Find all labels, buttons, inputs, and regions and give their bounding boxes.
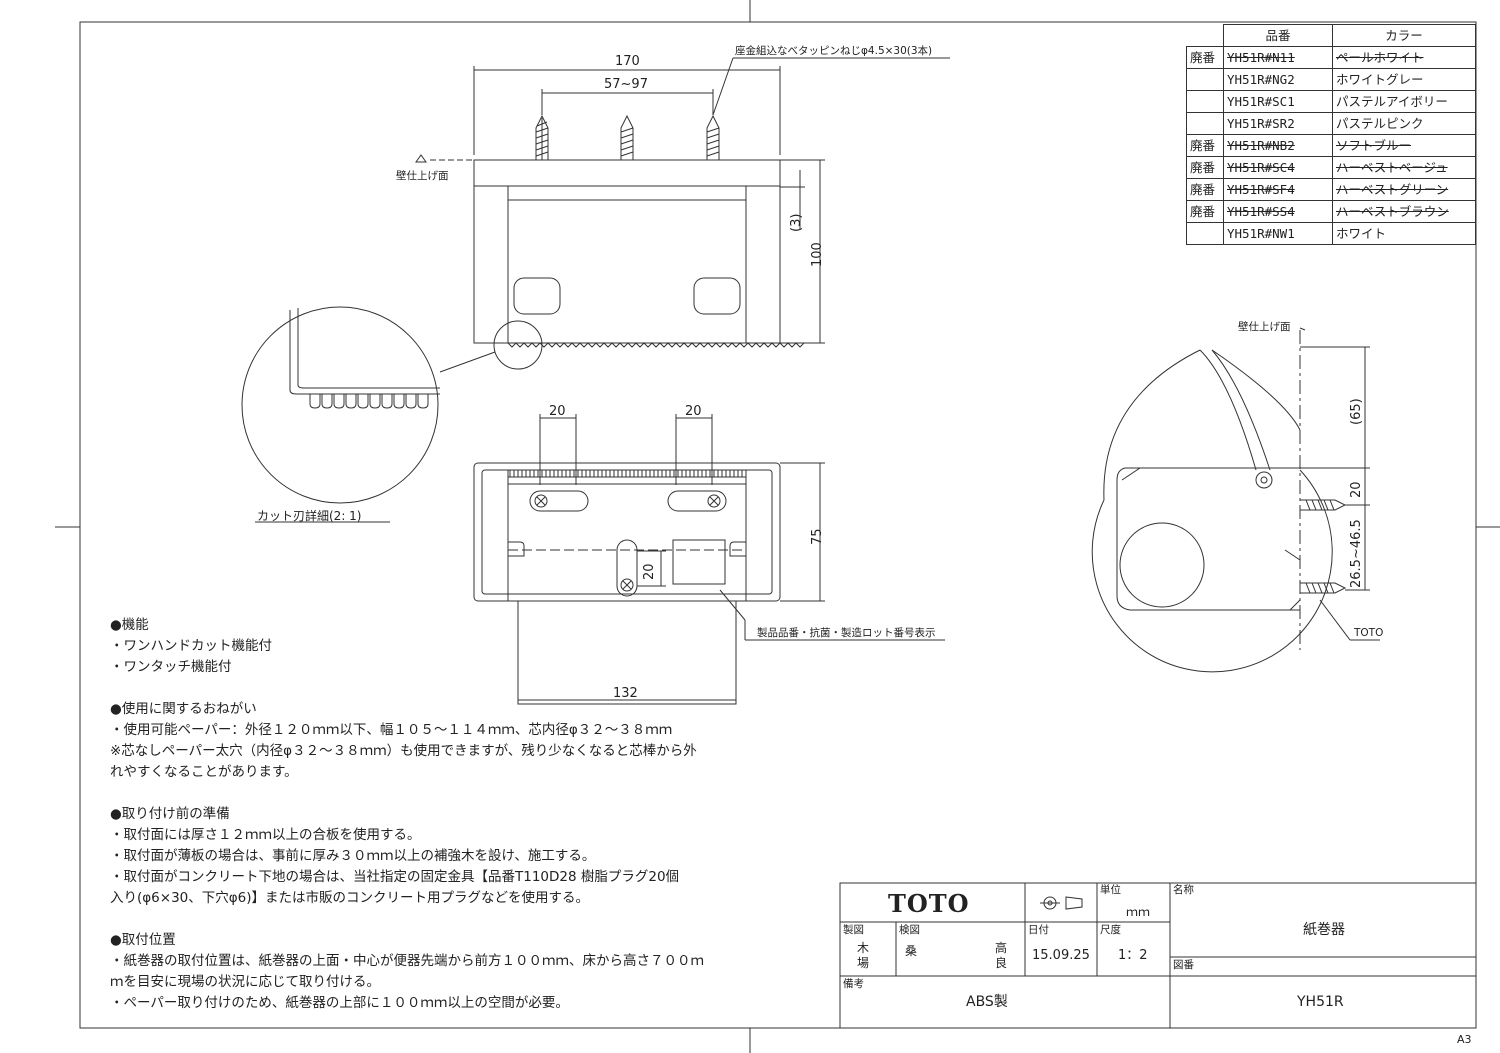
dim-20-side: 20 (1349, 481, 1364, 498)
name-value: 紙巻器 (1303, 922, 1345, 938)
made-value-2: 場 (857, 956, 870, 970)
screw-icon (620, 114, 634, 160)
color-table-header-color: カラー (1332, 24, 1476, 47)
wall-finish-label: 壁仕上げ面 (396, 170, 449, 182)
checked-value-2: 高 (995, 941, 1008, 955)
dim-26-46: 26.5~46.5 (1349, 519, 1364, 588)
detail-label: カット刃詳細(2: 1) (257, 509, 362, 523)
features-title: ●機能 (110, 617, 149, 633)
unit-value: ｍｍ (1126, 905, 1151, 919)
drawing-no-value: YH51R (1297, 994, 1344, 1010)
dim-132: 132 (613, 686, 638, 701)
position-item: ・ペーパー取り付けのため、紙巻器の上部に１００ｍｍ以上の空間が必要。 (110, 995, 569, 1011)
top-view (473, 414, 945, 705)
remarks-value: ABS製 (966, 994, 1008, 1010)
usage-item: ・使用可能ペーパー：外径１２０ｍｍ以下、幅１０５～１１４ｍｍ、芯内径φ３２～３８… (110, 722, 673, 738)
front-view (415, 57, 950, 373)
color-row: 廃番 YH51R#SS4 ハーベストブラウン (1186, 200, 1476, 223)
drawing-border (79, 21, 1477, 1029)
dim-width: 170 (615, 54, 640, 69)
color-row: 廃番 YH51R#SF4 ハーベストグリーン (1186, 178, 1476, 201)
made-value-1: 木 (857, 941, 870, 955)
dim-3: (3) (789, 213, 804, 232)
product-marking-label: 製品品番・抗菌・製造ロット番号表示 (757, 627, 936, 639)
color-row: 廃番 YH51R#N11 ペールホワイト (1186, 46, 1476, 69)
notes: ●機能 ・ワンハンドカット機能付 ・ワンタッチ機能付 ●使用に関するおねがい ・… (110, 615, 790, 1014)
brand-logo: TOTO (888, 889, 970, 918)
color-row: YH51R#SR2 パステルピンク (1186, 112, 1476, 135)
checked-value-1: 桑 (905, 944, 918, 958)
wall-finish-label-side: 壁仕上げ面 (1238, 321, 1291, 333)
prep-title: ●取り付け前の準備 (110, 806, 230, 822)
prep-item: 入り(φ6×30、下穴φ6)】または市販のコンクリート用プラグなどを使用する。 (110, 890, 590, 906)
prep-item: ・取付面には厚さ１２ｍｍ以上の合板を使用する。 (110, 827, 421, 843)
dim-20-right: 20 (685, 404, 702, 419)
date-label: 日付 (1028, 924, 1049, 936)
usage-item: ※芯なしペーパー太穴（内径φ３２～３８ｍｍ）も使用できますが、残り少なくなると芯… (110, 743, 697, 759)
side-view (1091, 327, 1380, 673)
sheet-size: A3 (1457, 1033, 1472, 1046)
cut-blade-detail (241, 306, 440, 523)
dim-65: (65) (1349, 398, 1364, 425)
color-table-header-code: 品番 (1223, 24, 1333, 47)
usage-item: れやすくなることがあります。 (110, 764, 298, 780)
name-label: 名称 (1173, 884, 1194, 896)
color-table: 品番 カラー 廃番 YH51R#N11 ペールホワイト YH51R#NG2 ホワ… (1186, 24, 1476, 245)
dim-height: 100 (810, 242, 825, 267)
color-row: YH51R#NG2 ホワイトグレー (1186, 68, 1476, 91)
color-row: YH51R#SC1 パステルアイボリー (1186, 90, 1476, 113)
usage-title: ●使用に関するおねがい (110, 701, 257, 717)
color-row: YH51R#NW1 ホワイト (1186, 222, 1476, 245)
prep-item: ・取付面がコンクリート下地の場合は、当社指定の固定金具【品番T110D28 樹脂… (110, 869, 680, 885)
drawing-no-label: 図番 (1173, 959, 1194, 971)
color-row: 廃番 YH51R#SC4 ハーベストベージュ (1186, 156, 1476, 179)
checked-label: 検図 (899, 924, 920, 936)
remarks-label: 備考 (843, 978, 864, 990)
feature-item: ・ワンハンドカット機能付 (110, 638, 272, 654)
dim-depth: 75 (810, 528, 825, 545)
position-item: ｍを目安に現場の状況に応じて取り付ける。 (110, 974, 380, 990)
screw-icon (706, 114, 720, 160)
dim-slot-20: 20 (642, 563, 657, 580)
position-title: ●取付位置 (110, 932, 176, 948)
scale-value: 1：2 (1118, 948, 1148, 963)
feature-item: ・ワンタッチ機能付 (110, 659, 232, 675)
scale-label: 尺度 (1100, 924, 1121, 936)
made-label: 製図 (843, 924, 864, 936)
date-value: 15.09.25 (1032, 948, 1090, 963)
dim-20-left: 20 (549, 404, 566, 419)
checked-value-3: 良 (995, 956, 1008, 970)
screw-icon (535, 114, 549, 160)
screw-note: 座金組込なべタッピンねじφ4.5×30(3本) (735, 45, 933, 57)
toto-marking-label: TOTO (1354, 627, 1384, 639)
prep-item: ・取付面が薄板の場合は、事前に厚み３０ｍｍ以上の補強木を設け、施工する。 (110, 848, 596, 864)
color-row: 廃番 YH51R#NB2 ソフトブルー (1186, 134, 1476, 157)
dim-screw-span: 57~97 (604, 77, 648, 92)
position-item: ・紙巻器の取付位置は、紙巻器の上面・中心が便器先端から前方１００ｍｍ、床から高さ… (110, 953, 704, 969)
title-block-frame (839, 882, 1477, 1029)
unit-label: 単位 (1100, 884, 1121, 896)
